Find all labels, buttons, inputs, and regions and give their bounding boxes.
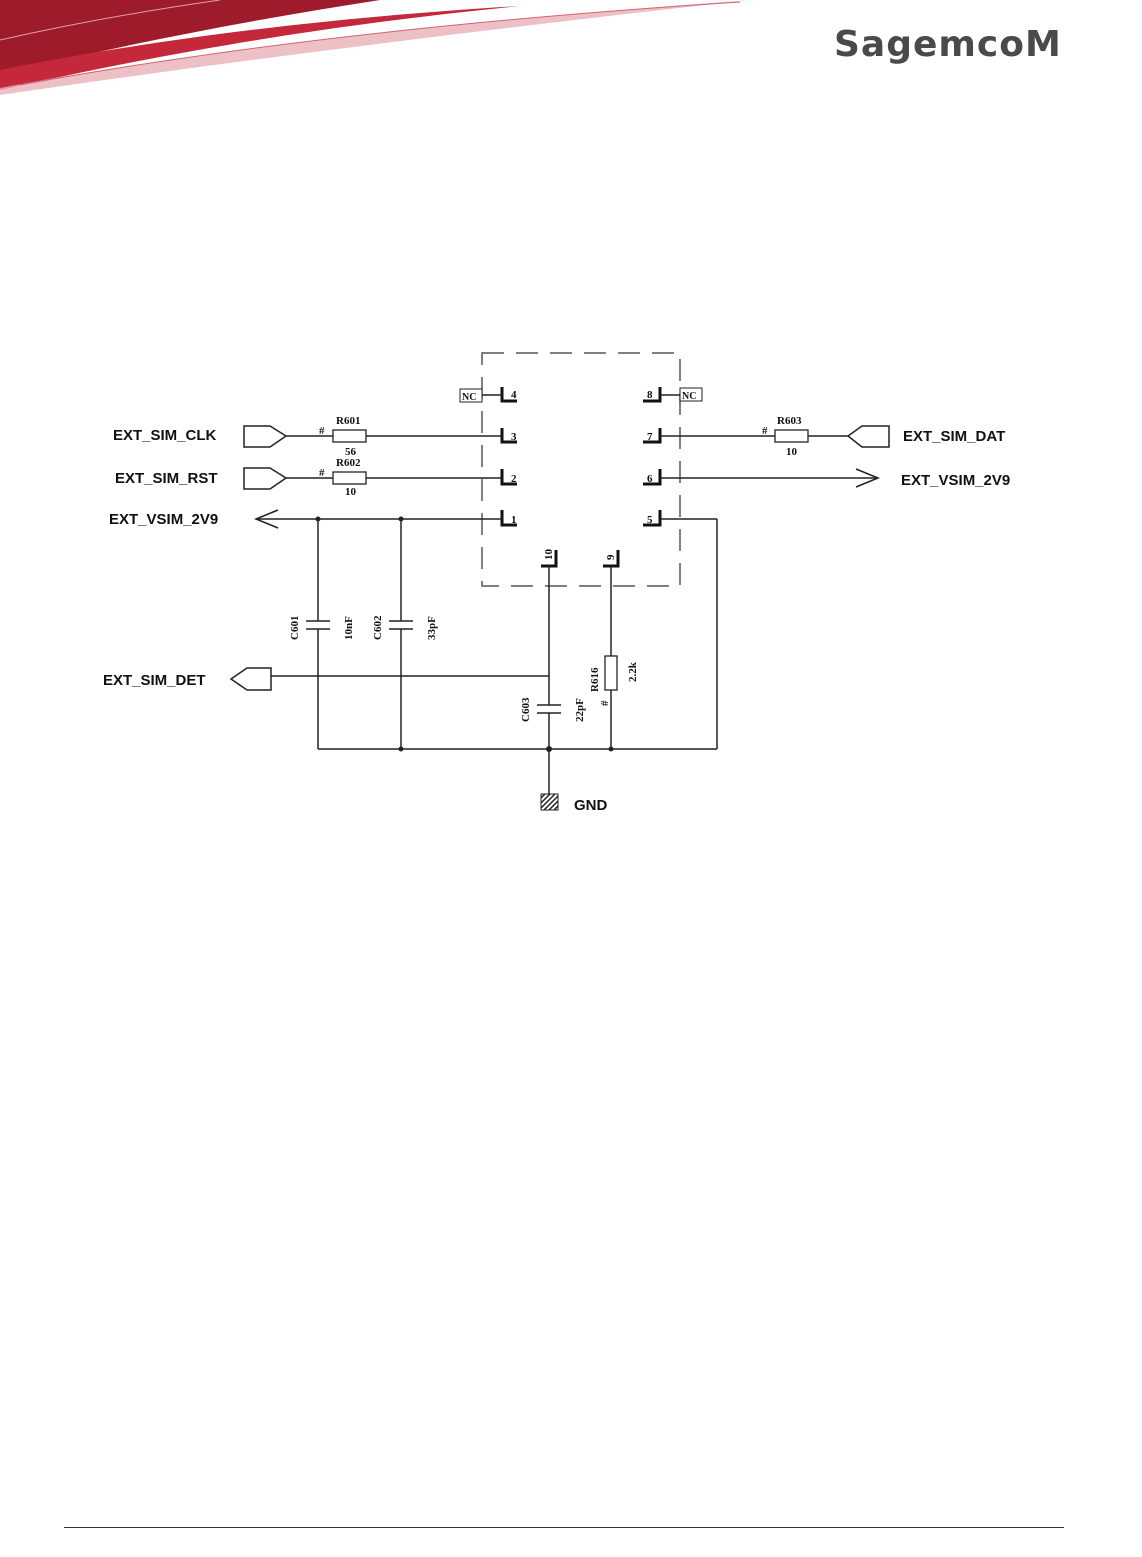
pin-1-label: 1 <box>511 514 517 526</box>
value-r602: 10 <box>345 486 357 498</box>
net-label-clk: EXT_SIM_CLK <box>113 427 217 444</box>
ref-r603: R603 <box>777 415 802 427</box>
ref-c602: C602 <box>372 615 384 640</box>
ref-c601: C601 <box>289 616 301 640</box>
ref-c603: C603 <box>520 697 532 722</box>
pin-7-label: 7 <box>647 431 653 443</box>
hash-r616: # <box>599 700 611 706</box>
net-label-rst: EXT_SIM_RST <box>115 470 218 487</box>
resistor-r616 <box>605 656 617 690</box>
hash-r603: # <box>762 425 768 437</box>
pin-10-label: 10 <box>543 549 555 561</box>
pin-8-label: 8 <box>647 389 653 401</box>
port-clk <box>244 426 286 447</box>
value-c603: 22pF <box>574 698 586 722</box>
port-rst <box>244 468 286 489</box>
nc-label-left: NC <box>462 392 476 403</box>
nc-label-right: NC <box>682 391 696 402</box>
resistor-r603 <box>775 430 808 442</box>
value-c602: 33pF <box>426 616 438 640</box>
port-dat <box>848 426 889 447</box>
pin-6-label: 6 <box>647 473 653 485</box>
pin-3-label: 3 <box>511 431 517 443</box>
ref-r602: R602 <box>336 457 361 469</box>
value-r616: 2.2k <box>627 661 639 682</box>
net-label-vsim-left: EXT_VSIM_2V9 <box>109 511 218 528</box>
pin-5-label: 5 <box>647 514 653 526</box>
ground-symbol <box>541 790 558 810</box>
net-label-det: EXT_SIM_DET <box>103 672 206 689</box>
ref-r601: R601 <box>336 415 360 427</box>
hash-r601: # <box>319 425 325 437</box>
value-c601: 10nF <box>343 616 355 640</box>
ref-r616: R616 <box>589 667 601 692</box>
sim-connector-schematic: 4 3 2 1 8 7 6 5 10 9 NC NC EXT_SIM_CLK #… <box>0 0 1142 900</box>
connector-body <box>482 353 680 586</box>
pin-9-label: 9 <box>605 554 617 560</box>
net-label-vsim-right: EXT_VSIM_2V9 <box>901 472 1010 489</box>
value-r603: 10 <box>786 446 798 458</box>
resistor-r602 <box>333 472 366 484</box>
pin-marks <box>502 387 660 566</box>
pin-2-label: 2 <box>511 473 517 485</box>
hash-r602: # <box>319 467 325 479</box>
net-label-gnd: GND <box>574 797 608 814</box>
net-label-dat: EXT_SIM_DAT <box>903 428 1005 445</box>
pin-4-label: 4 <box>511 389 517 401</box>
footer-rule <box>64 1527 1064 1528</box>
port-det <box>231 668 271 690</box>
resistor-r601 <box>333 430 366 442</box>
